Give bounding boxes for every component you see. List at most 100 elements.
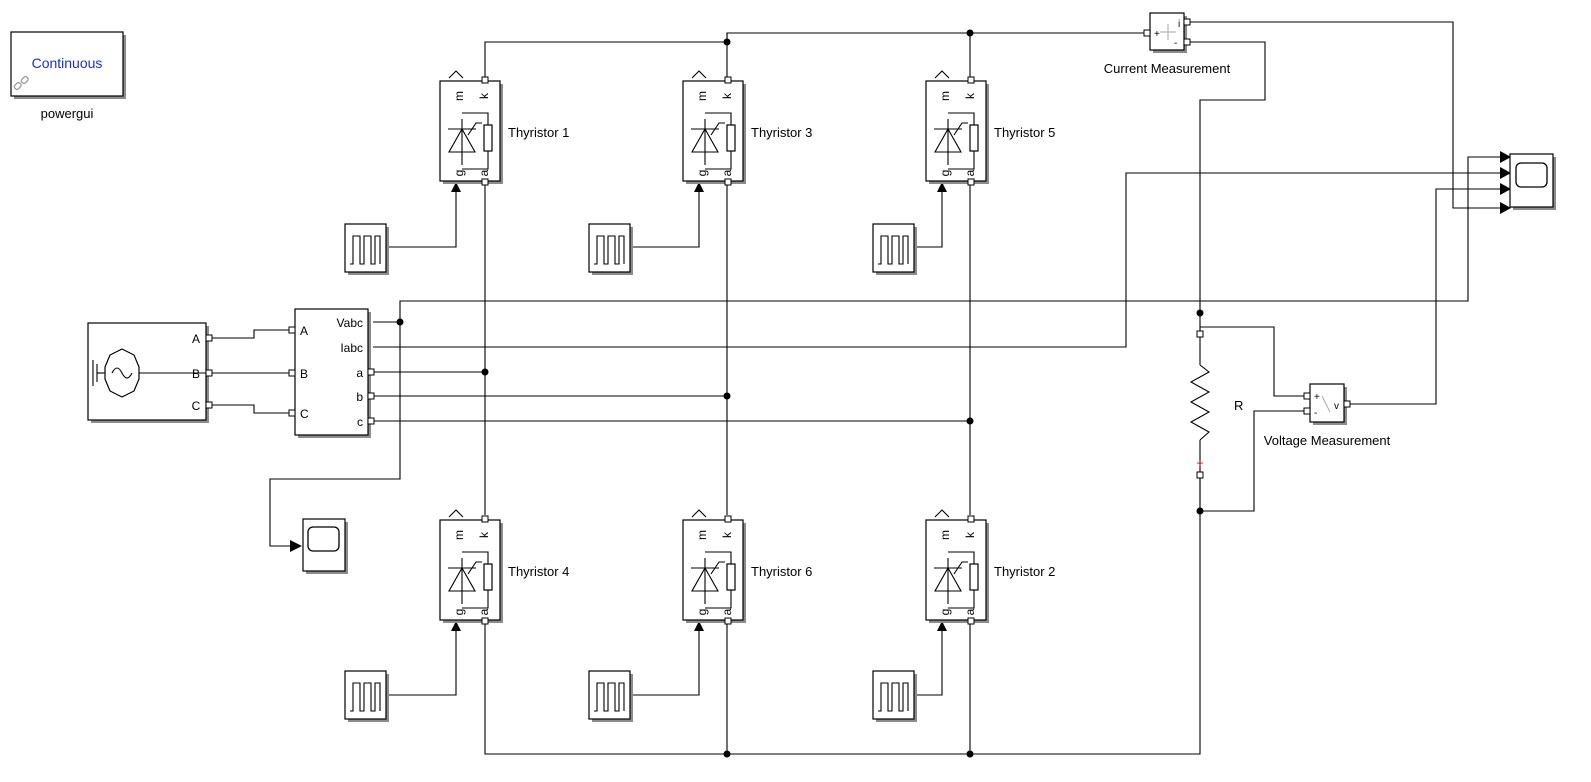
arrow-scope-in2 (1500, 167, 1511, 179)
src-port-a: A (192, 332, 200, 346)
pulse-generator-pg2[interactable] (872, 670, 917, 722)
three-phase-source[interactable]: A B C (87, 322, 213, 423)
pulse-generator-pg6[interactable] (588, 670, 633, 722)
wire-pg6[interactable] (632, 631, 700, 696)
thyristor-port-g: g (695, 170, 709, 177)
scope-main[interactable] (1509, 153, 1556, 210)
arrow-g1 (451, 182, 461, 192)
thyristor-port-g: g (452, 170, 466, 177)
thyristor-port-m: m (938, 530, 952, 540)
thyristor-label-t3: Thyristor 3 (751, 125, 812, 140)
powergui-mode: Continuous (32, 55, 103, 71)
wire-vabc-main[interactable] (399, 156, 1509, 322)
junction (723, 750, 731, 758)
pulse-generator-pg4[interactable] (344, 670, 389, 722)
thyristor-port-k: k (963, 531, 977, 538)
pulse-generator-pg3[interactable] (588, 223, 633, 275)
vi-out-b: b (356, 390, 363, 404)
wire-top-bus-2[interactable] (726, 32, 1147, 77)
thyristor-port-k: k (477, 531, 491, 538)
wire-cm-minus[interactable] (1188, 41, 1266, 313)
wire-pg5[interactable] (916, 192, 943, 248)
src-port-c: C (192, 399, 201, 413)
voltage-measurement-block[interactable]: + - v Voltage Measurement (1264, 383, 1391, 448)
arrow-g6 (694, 621, 704, 631)
thyristor-port-g: g (938, 609, 952, 616)
pulse-wave-icon (350, 235, 381, 265)
vm-plus: + (1314, 392, 1320, 403)
vi-out-vabc: Vabc (337, 316, 363, 330)
thyristor-label-t2: Thyristor 2 (994, 564, 1055, 579)
resistor-label: R (1234, 398, 1243, 413)
wire-vm-plus[interactable] (1200, 326, 1304, 397)
arrow-scope-small (290, 540, 302, 552)
thyristor-port-m: m (452, 530, 466, 540)
vm-label: Voltage Measurement (1264, 433, 1391, 448)
thyristor-port-a: a (477, 169, 491, 176)
pulse-wave-icon (878, 682, 909, 712)
pulse-generator-pg1[interactable] (344, 223, 389, 275)
junction (723, 392, 731, 400)
cm-out-i: i (1178, 19, 1180, 30)
junction (1196, 507, 1204, 515)
thyristor-port-a: a (963, 169, 977, 176)
thyristor-port-k: k (963, 92, 977, 99)
thyristor-label-t6: Thyristor 6 (751, 564, 812, 579)
arrow-scope-in3 (1500, 183, 1511, 195)
vi-in-c: C (300, 407, 309, 421)
thyristor-port-m: m (695, 530, 709, 540)
wire-pg2[interactable] (916, 631, 943, 696)
wire-vm-minus[interactable] (1200, 410, 1304, 512)
vi-out-iabc: Iabc (340, 341, 363, 355)
vi-out-a: a (356, 366, 363, 380)
thyristor-port-a: a (477, 608, 491, 615)
pulse-generator-pg5[interactable] (872, 223, 917, 275)
vi-out-c: c (357, 415, 363, 429)
vi-in-b: B (300, 367, 308, 381)
pulse-wave-icon (878, 235, 909, 265)
wire-pg3[interactable] (632, 192, 700, 248)
powergui-label: powergui (41, 106, 94, 121)
wire-bottom-bus[interactable] (484, 478, 1201, 755)
current-measurement-block[interactable]: + - i Current Measurement (1104, 12, 1231, 76)
arrow-scope-in1 (1500, 151, 1511, 163)
src-port-b: B (192, 367, 200, 381)
wire-cm-i[interactable] (1188, 21, 1509, 209)
wire-pg4[interactable] (388, 631, 457, 696)
powergui-block[interactable]: Continuous powergui (10, 31, 126, 121)
wire-src-a[interactable] (212, 329, 292, 339)
thyristor-port-k: k (720, 92, 734, 99)
scope-screen-icon (1515, 162, 1548, 188)
thyristor-port-g: g (695, 609, 709, 616)
wire-iabc[interactable] (373, 172, 1509, 348)
thyristor-label-t5: Thyristor 5 (994, 125, 1055, 140)
cm-label: Current Measurement (1104, 61, 1231, 76)
thyristor-port-m: m (452, 91, 466, 101)
resistor-block[interactable]: + R (1189, 330, 1243, 479)
wire-src-c[interactable] (212, 404, 292, 414)
cm-plus: + (1154, 29, 1160, 40)
junction (396, 318, 404, 326)
scope-screen-icon (307, 526, 340, 552)
vi-measurement-block[interactable]: A B C Vabc Iabc a b c (288, 308, 375, 438)
thyristor-label-t1: Thyristor 1 (508, 125, 569, 140)
thyristor-port-g: g (452, 609, 466, 616)
wire-top-bus[interactable] (484, 41, 727, 77)
junctions (396, 29, 1204, 758)
vm-minus: - (1314, 408, 1317, 419)
wire-vm-out[interactable] (1347, 188, 1509, 405)
thyristor-port-a: a (720, 169, 734, 176)
pulse-wave-icon (350, 682, 381, 712)
scope-small[interactable] (302, 518, 348, 574)
vm-out-v: v (1334, 401, 1339, 412)
wire-vabc-scope[interactable] (269, 321, 401, 547)
wire-pg1[interactable] (388, 192, 457, 248)
